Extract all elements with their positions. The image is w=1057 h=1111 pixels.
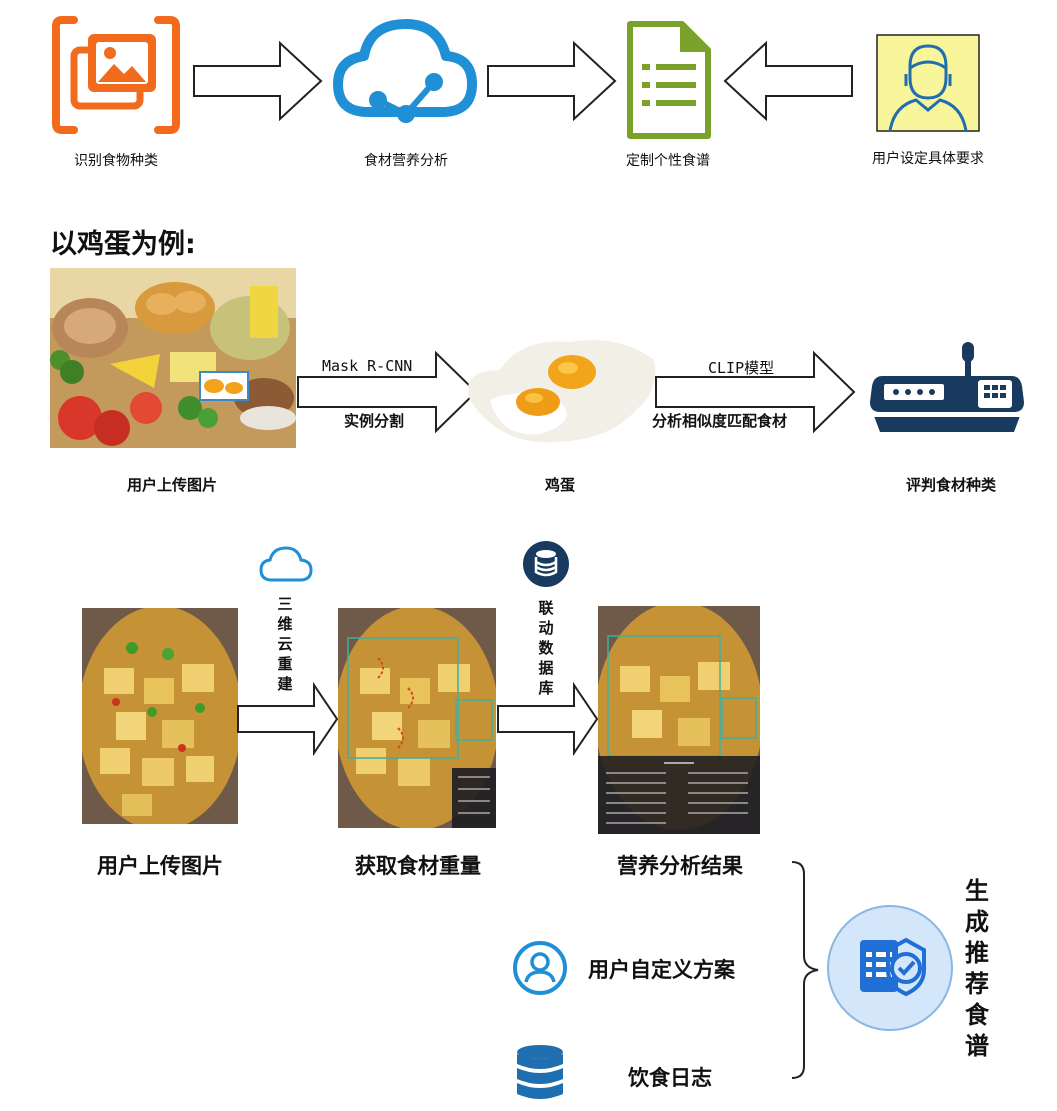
generate-char: 推 — [965, 939, 989, 967]
recommend-recipe-icon — [826, 904, 954, 1032]
arrow-label-bottom: 分析相似度匹配食材 — [652, 412, 788, 430]
db-char: 联 — [538, 599, 554, 617]
result-label: 营养分析结果 — [617, 854, 743, 878]
mapo-tofu-photo — [82, 608, 238, 824]
reconstruct-vertical-label: 三 维 云 重 建 — [276, 594, 294, 694]
flow-arrow — [496, 682, 600, 756]
db-char: 据 — [538, 659, 554, 677]
tofu-upload-label: 用户上传图片 — [97, 854, 223, 878]
upload-label: 用户上传图片 — [126, 476, 217, 494]
generate-char: 生 — [965, 877, 989, 905]
generate-char: 谱 — [965, 1032, 989, 1060]
step-label: 定制个性食谱 — [626, 153, 710, 169]
custom-plan-label: 用户自定义方案 — [588, 958, 735, 982]
weight-label: 获取食材重量 — [355, 854, 481, 878]
step-label: 用户设定具体要求 — [872, 151, 984, 167]
step-label: 食材营养分析 — [364, 153, 448, 169]
document-list-icon — [626, 20, 712, 140]
step-label: 识别食物种类 — [74, 153, 158, 169]
generate-char: 成 — [965, 908, 989, 936]
database-icon — [522, 540, 570, 588]
fried-egg-photo — [460, 330, 660, 448]
arrow-label-top: CLIP模型 — [708, 359, 775, 377]
diet-log-label: 饮食日志 — [628, 1066, 712, 1090]
curly-brace — [788, 860, 828, 1082]
user-avatar-icon — [876, 34, 980, 132]
database-stack-icon — [514, 1044, 566, 1102]
reconstruct-char: 重 — [277, 655, 293, 673]
generate-vertical-label: 生 成 推 荐 食 谱 — [962, 876, 992, 1062]
generate-char: 食 — [965, 1001, 989, 1029]
cloud-icon — [258, 544, 314, 584]
judge-label: 评判食材种类 — [905, 476, 996, 494]
flow-arrow-left — [722, 40, 854, 122]
db-char: 数 — [538, 639, 554, 657]
weighted-tofu-photo — [338, 608, 496, 828]
mask-rcnn-arrow — [296, 350, 480, 434]
nutrition-result-photo — [598, 606, 760, 834]
top-flow: 识别食物种类 食材营养分析 — [0, 0, 1057, 180]
reconstruct-char: 维 — [277, 615, 293, 633]
user-circle-icon — [512, 940, 568, 996]
cloud-network-icon — [330, 16, 480, 128]
reconstruct-char: 建 — [277, 675, 293, 693]
controller-icon — [868, 342, 1026, 434]
clip-arrow — [654, 350, 858, 434]
egg-label: 鸡蛋 — [544, 476, 575, 494]
egg-example-heading: 以鸡蛋为例: — [50, 229, 196, 260]
flow-arrow — [236, 682, 340, 756]
arrow-label-bottom: 实例分割 — [344, 412, 405, 430]
database-vertical-label: 联 动 数 据 库 — [537, 598, 555, 698]
generate-char: 荐 — [965, 970, 989, 998]
db-char: 库 — [538, 679, 554, 697]
flow-arrow — [486, 40, 618, 122]
flow-arrow — [192, 40, 324, 122]
db-char: 动 — [538, 619, 554, 637]
arrow-label-top: Mask R-CNN — [322, 357, 413, 375]
food-table-photo — [50, 268, 296, 448]
reconstruct-char: 三 — [277, 595, 293, 613]
image-gallery-icon — [52, 14, 180, 136]
reconstruct-char: 云 — [277, 635, 293, 653]
